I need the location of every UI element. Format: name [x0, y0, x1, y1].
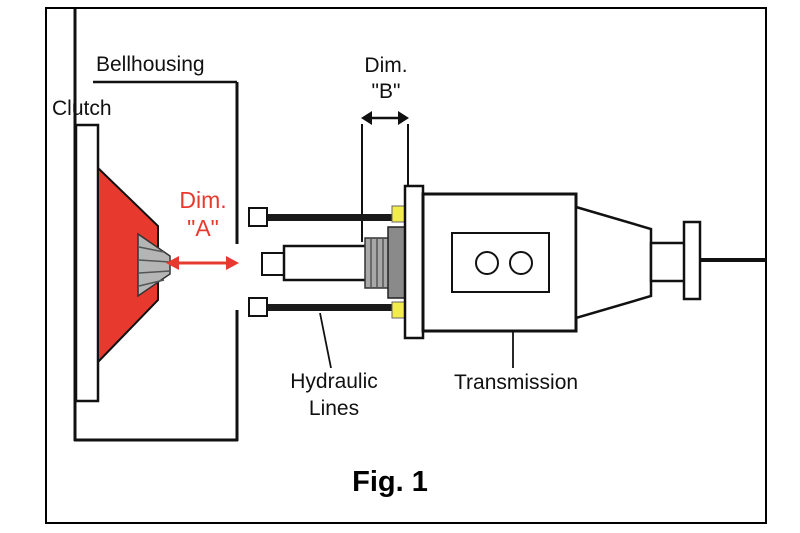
flywheel-plate — [74, 123, 100, 403]
cover-plate-hole-left — [475, 251, 499, 275]
dim-b-label-line2: "B" — [371, 80, 401, 103]
dim-b-label-line1: Dim. — [364, 54, 408, 77]
bellhousing-label: Bellhousing — [96, 53, 205, 76]
transmission-cover-plate — [451, 232, 550, 293]
output-shaft-housing — [649, 241, 687, 283]
cover-plate-hole-right — [509, 251, 533, 275]
dim-b-label: Dim. "B" — [351, 53, 421, 105]
dim-a-arrowhead-left — [166, 256, 179, 270]
hub-spline-line — [138, 270, 171, 274]
hydraulic-line-top — [266, 214, 398, 221]
hydraulic-fitting-bottom-left — [248, 297, 268, 317]
clutch-pressure-plate — [97, 165, 159, 365]
transmission-front-plate — [403, 184, 425, 340]
hydraulic-fitting-yellow-bottom — [391, 301, 406, 319]
hub-spline-line — [138, 279, 165, 287]
dim-a-arrowhead-right — [226, 256, 239, 270]
dim-a-label-line2: "A" — [187, 215, 219, 241]
hub-spline-line — [138, 246, 165, 253]
hydraulic-lines-label-line2: Lines — [308, 397, 360, 420]
hub-spline-line — [138, 259, 171, 263]
output-end-flange — [682, 220, 702, 301]
dim-b-arrowhead-left — [361, 111, 372, 125]
hydraulic-line-bottom — [266, 304, 398, 311]
hydraulic-label-leader-line — [319, 312, 332, 369]
dim-a-label: Dim. "A" — [158, 186, 248, 242]
clutch-splined-hub — [137, 232, 171, 298]
hydraulic-lines-label-line1: Hydraulic — [290, 370, 378, 393]
figure-caption: Fig. 1 — [352, 466, 428, 498]
clutch-label: Clutch — [52, 97, 112, 120]
hydraulic-fitting-yellow-top — [391, 205, 406, 223]
dim-a-label-line1: Dim. — [179, 187, 227, 213]
transmission-label: Transmission — [454, 371, 579, 394]
release-bearing-collar — [387, 226, 406, 299]
input-shaft-body — [282, 244, 370, 282]
input-shaft-tip — [261, 252, 287, 276]
dim-b-arrowhead-right — [398, 111, 409, 125]
transmission-tail-housing — [574, 205, 653, 320]
hydraulic-lines-label: Hydraulic Lines — [279, 368, 389, 422]
hydraulic-fitting-top-left — [248, 207, 268, 227]
